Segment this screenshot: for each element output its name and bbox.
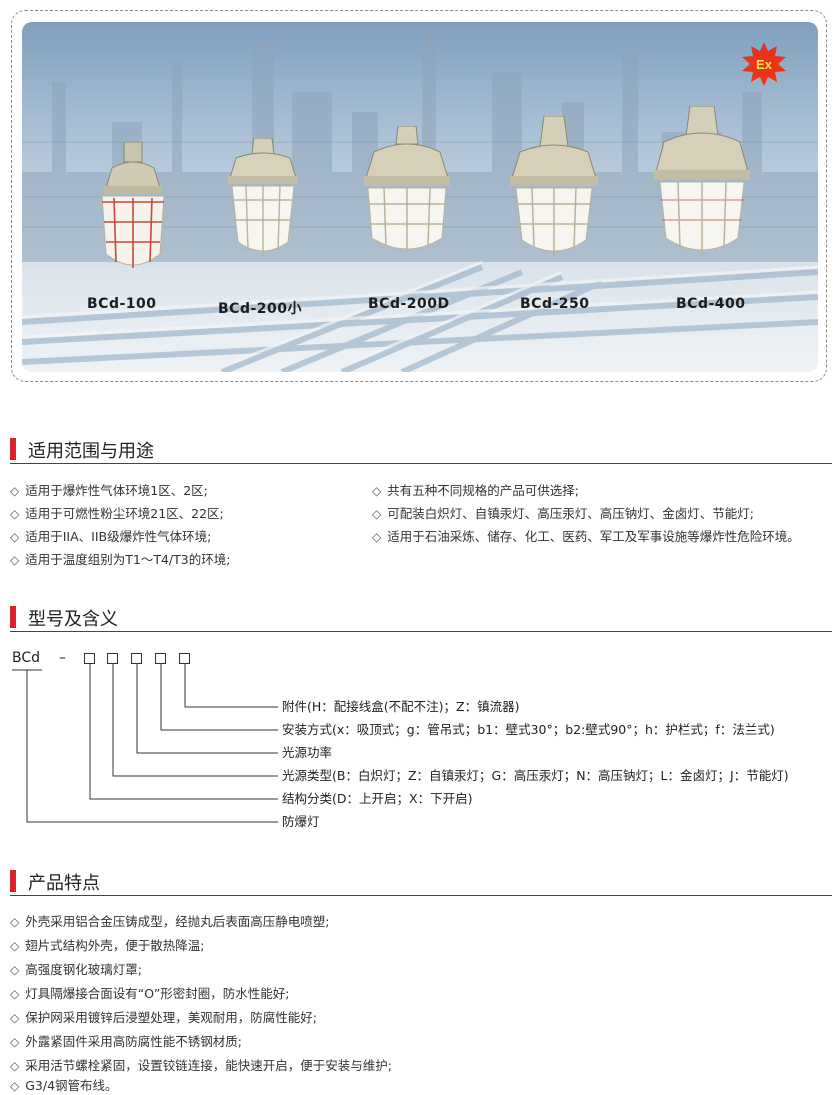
model-code-box: [84, 653, 95, 664]
list-item: ◇翅片式结构外壳，便于散热降温;: [10, 938, 205, 953]
diamond-bullet-icon: ◇: [10, 987, 20, 1001]
diamond-bullet-icon: ◇: [372, 484, 382, 498]
section-accent-bar: [10, 438, 16, 460]
list-item: ◇适用于爆炸性气体环境1区、2区;: [10, 483, 208, 498]
list-item: ◇适用于温度组别为T1～T4/T3的环境;: [10, 552, 231, 567]
diamond-bullet-icon: ◇: [10, 530, 20, 544]
diamond-bullet-icon: ◇: [10, 507, 20, 521]
lamp-bcd-250-image: [510, 116, 598, 256]
lamp-bcd-100-image: [101, 142, 165, 268]
section-rule: [10, 463, 832, 464]
badge-text: Ex: [756, 57, 773, 72]
list-item: ◇G3/4钢管布线。: [10, 1078, 118, 1093]
model-desc-installation: 安装方式(x：吸顶式；g：管吊式；b1：壁式30°；b2:壁式90°；h：护栏式…: [282, 722, 775, 737]
model-desc-light-source: 光源类型(B：白炽灯；Z：自镇汞灯；G：高压汞灯；N：高压钠灯；L：金卤灯；J：…: [282, 768, 789, 783]
list-item: ◇外露紧固件采用高防腐性能不锈钢材质;: [10, 1034, 242, 1049]
diamond-bullet-icon: ◇: [10, 939, 20, 953]
list-item: ◇高强度钢化玻璃灯罩;: [10, 962, 142, 977]
lamp-label: BCd-200小: [218, 301, 303, 317]
model-desc-accessory: 附件(H：配接线盒(不配不注)；Z：镇流器): [282, 699, 520, 714]
lamp-bcd-400-image: [654, 106, 750, 256]
diamond-bullet-icon: ◇: [10, 1059, 20, 1073]
diamond-bullet-icon: ◇: [372, 530, 382, 544]
list-item: ◇共有五种不同规格的产品可供选择;: [372, 483, 579, 498]
model-code-box: [107, 653, 118, 664]
lamp-label: BCd-100: [87, 296, 157, 312]
model-dash: –: [59, 650, 66, 666]
list-item: ◇可配装白炽灯、自镇汞灯、高压汞灯、高压钠灯、金卤灯、节能灯;: [372, 506, 754, 521]
model-desc-structure: 结构分类(D：上开启；X：下开启): [282, 791, 473, 806]
list-item: ◇采用活节螺栓紧固，设置铰链连接，能快速开启，便于安装与维护;: [10, 1058, 392, 1073]
list-item: ◇适用于IIA、IIB级爆炸性气体环境;: [10, 529, 212, 544]
diamond-bullet-icon: ◇: [10, 1079, 20, 1093]
model-code-box: [179, 653, 190, 664]
section-header-scope: 适用范围与用途: [10, 436, 832, 464]
lamp-bcd-200d-image: [364, 126, 450, 252]
list-item: ◇适用于石油采炼、储存、化工、医药、军工及军事设施等爆炸性危险环境。: [372, 529, 800, 544]
model-code-box: [131, 653, 142, 664]
hero-frame: [11, 10, 827, 382]
model-code-box: [155, 653, 166, 664]
section-header-model: 型号及含义: [10, 604, 832, 632]
diamond-bullet-icon: ◇: [372, 507, 382, 521]
lamp-label: BCd-200D: [368, 296, 450, 312]
lamp-label: BCd-400: [676, 296, 746, 312]
model-prefix: BCd: [12, 650, 41, 666]
list-item: ◇保护网采用镀锌后浸塑处理，美观耐用，防腐性能好;: [10, 1010, 317, 1025]
diamond-bullet-icon: ◇: [10, 1035, 20, 1049]
section-title: 适用范围与用途: [28, 441, 154, 462]
list-item: ◇灯具隔爆接合面设有“O”形密封圈，防水性能好;: [10, 986, 290, 1001]
diamond-bullet-icon: ◇: [10, 553, 20, 567]
list-item: ◇外壳采用铝合金压铸成型，经抛丸后表面高压静电喷塑;: [10, 914, 330, 929]
diamond-bullet-icon: ◇: [10, 963, 20, 977]
ex-explosion-proof-badge: Ex: [742, 42, 786, 86]
hero-banner: Ex BCd-100 BCd-200小 BCd-200D: [22, 22, 818, 372]
diamond-bullet-icon: ◇: [10, 1011, 20, 1025]
section-accent-bar: [10, 606, 16, 628]
section-rule: [10, 631, 832, 632]
lamp-bcd-200-small-image: [228, 138, 298, 256]
section-title: 产品特点: [28, 873, 100, 894]
list-item: ◇适用于可燃性粉尘环境21区、22区;: [10, 506, 224, 521]
lamp-label: BCd-250: [520, 296, 590, 312]
section-title: 型号及含义: [28, 609, 118, 630]
section-rule: [10, 895, 832, 896]
diamond-bullet-icon: ◇: [10, 915, 20, 929]
model-desc-explosion-proof: 防爆灯: [282, 814, 320, 829]
diamond-bullet-icon: ◇: [10, 484, 20, 498]
model-desc-power: 光源功率: [282, 745, 333, 760]
section-header-features: 产品特点: [10, 868, 832, 896]
section-accent-bar: [10, 870, 16, 892]
